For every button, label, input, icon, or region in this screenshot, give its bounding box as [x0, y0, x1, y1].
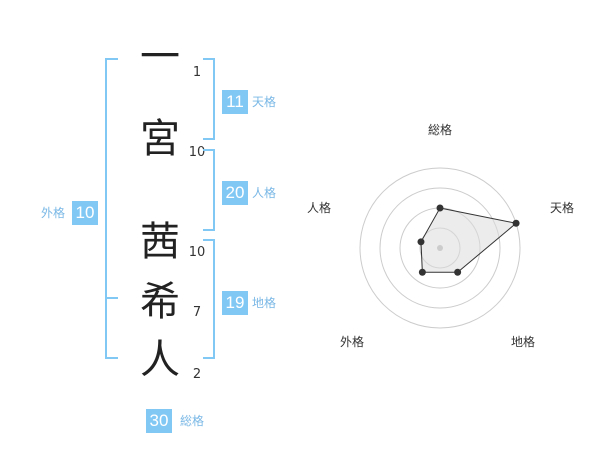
right-bracket-chikaku: [203, 239, 215, 359]
stroke-count-5: 2: [192, 367, 202, 382]
radar-point-5: [417, 238, 425, 246]
radar-ring: [359, 167, 521, 329]
chikaku-label: 地格: [252, 296, 277, 310]
right-bracket-tenkaku: [203, 58, 215, 140]
radar-axis-label-gaikaku: 外格: [340, 335, 365, 349]
radar-point-3: [454, 268, 462, 276]
left-bracket-gaikaku: [105, 58, 118, 359]
tenkaku-label: 天格: [252, 95, 277, 109]
soukaku-badge: 30: [146, 409, 172, 433]
radar-ring: [379, 187, 501, 309]
chikaku-badge: 19: [222, 291, 248, 315]
name-kanji-1: 一: [140, 34, 180, 80]
gaikaku-label: 外格: [41, 206, 66, 220]
stroke-count-3: 10: [188, 245, 206, 260]
radar-axis-label-jinkaku: 人格: [307, 201, 332, 215]
gaikaku-badge: 10: [72, 201, 98, 225]
jinkaku-label: 人格: [252, 186, 277, 200]
right-bracket-jinkaku: [203, 149, 215, 231]
name-kanji-5: 人: [140, 337, 180, 383]
radar-series-polygon: [420, 207, 518, 273]
tenkaku-badge: 11: [222, 90, 248, 114]
name-kanji-4: 希: [140, 279, 180, 325]
radar-point-1: [436, 204, 444, 212]
stroke-count-4: 7: [192, 305, 202, 320]
soukaku-label: 総格: [180, 414, 205, 428]
radar-axis-label-soukaku: 総格: [428, 123, 453, 137]
name-kanji-3: 茜: [140, 219, 180, 265]
radar-point-2: [512, 219, 520, 227]
radar-center-dot: [437, 245, 443, 251]
radar-point-4: [418, 268, 426, 276]
stroke-count-1: 1: [192, 65, 202, 80]
radar-axis-label-chikaku: 地格: [511, 335, 536, 349]
name-kanji-2: 宮: [140, 116, 180, 162]
jinkaku-badge: 20: [222, 181, 248, 205]
radar-axis-label-tenkaku: 天格: [550, 201, 575, 215]
stroke-count-2: 10: [188, 145, 206, 160]
